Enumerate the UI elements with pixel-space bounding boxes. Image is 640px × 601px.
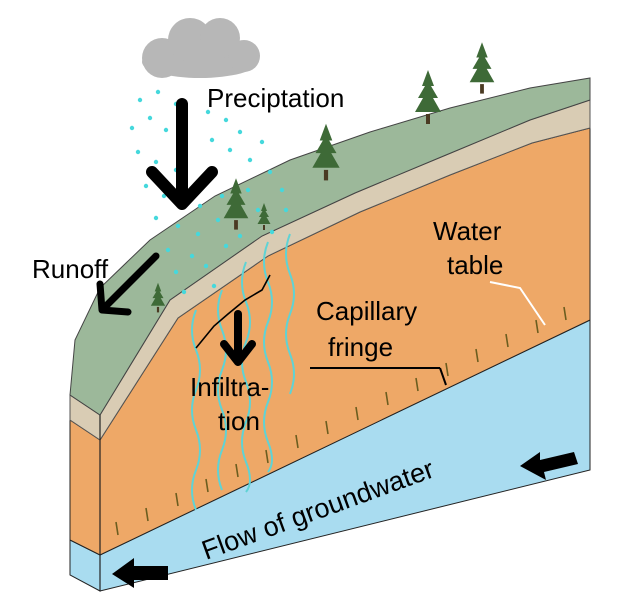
water-table-label-line2: table: [447, 250, 503, 280]
soil-layer-front: [69, 419, 101, 556]
precipitation-label: Preciptation: [207, 83, 344, 113]
runoff-arrow-icon: [96, 252, 160, 316]
precipitation-arrow-icon: [146, 98, 218, 210]
grass-surface: [69, 77, 591, 416]
water-table-leader-line: [489, 281, 546, 326]
infiltration-label-line2: tion: [218, 406, 260, 436]
capillary-fringe-label-line1: Capillary: [316, 296, 417, 326]
flow-arrow-icon: [112, 452, 578, 588]
infiltration-flow-lines: [191, 233, 295, 511]
infiltration-arrow-icon: [220, 310, 256, 366]
runoff-label: Runoff: [32, 254, 109, 284]
water-table-label-line1: Water: [433, 216, 502, 246]
capillary-fringe-hatches: [115, 306, 567, 536]
cloud-icon: [142, 18, 260, 78]
capillary-fringe-label-line2: fringe: [328, 332, 393, 362]
conifer-tree-icon: [469, 42, 495, 94]
capillary-leader-tick: [439, 367, 447, 386]
infiltration-label-line1: Infiltra-: [190, 372, 269, 402]
infiltration-front-line: [195, 274, 271, 349]
